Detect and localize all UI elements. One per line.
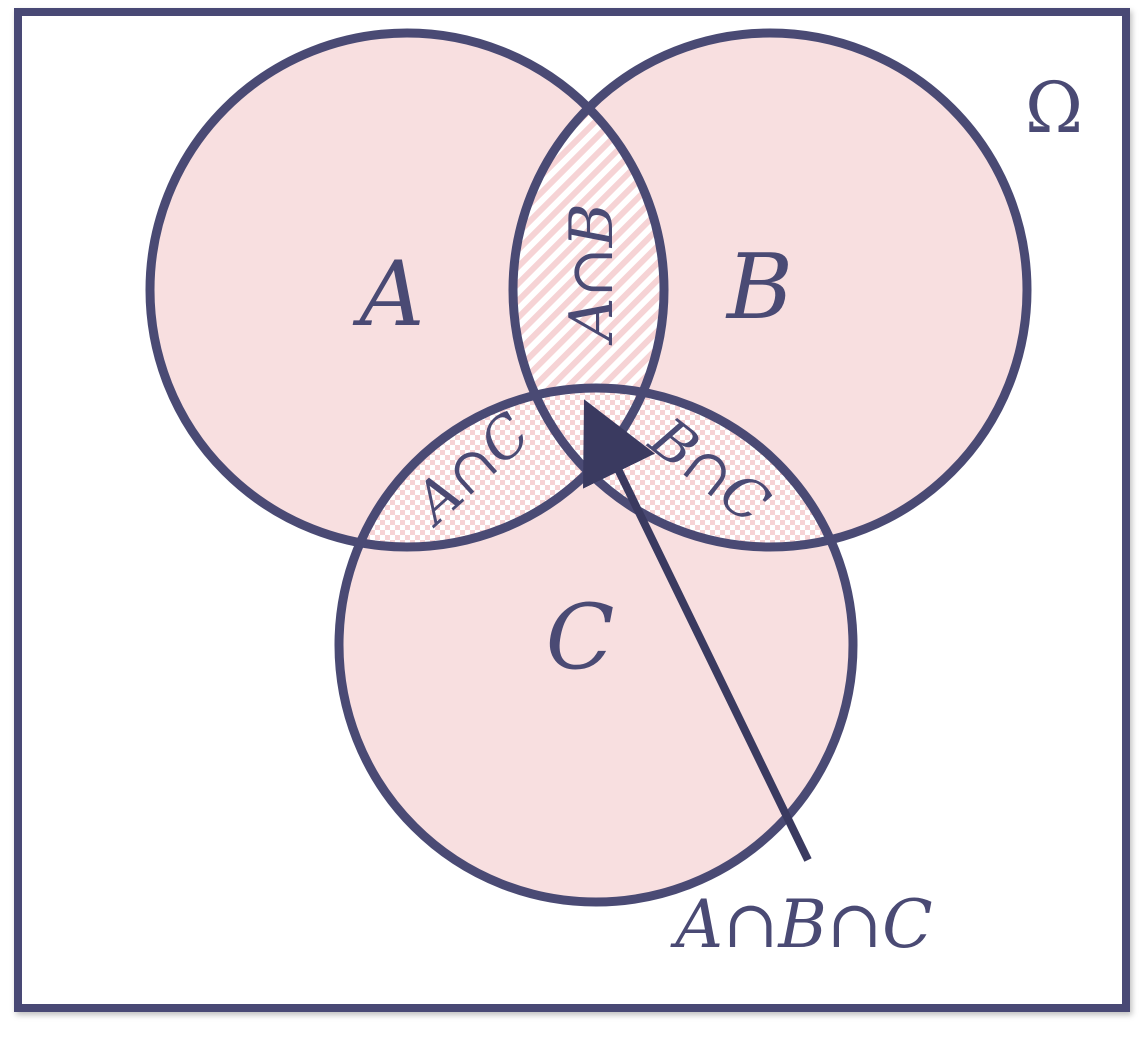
set-b-outline: [508, 28, 1032, 552]
region-b-intersect-c: [513, 388, 853, 547]
intersection-abc-label: A∩B∩C: [669, 886, 932, 963]
set-c-label: C: [546, 585, 615, 690]
set-b-label: B: [725, 235, 793, 340]
set-a-label: A: [353, 242, 425, 347]
set-c-outline: [334, 383, 858, 907]
intersection-ab-label: A∩B: [557, 203, 627, 346]
region-a-intersect-c: [339, 388, 664, 547]
universe-label: Ω: [1025, 67, 1083, 149]
set-a-outline: [145, 28, 669, 552]
abc-pointer-arrow: [583, 399, 812, 862]
